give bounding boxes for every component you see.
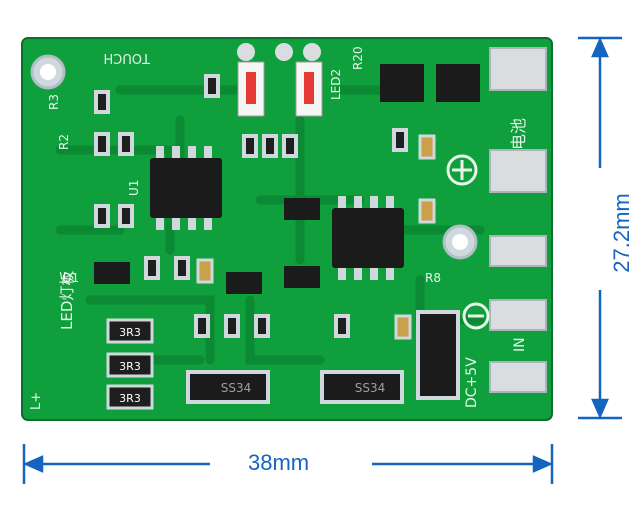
resistor-mark: 3R3 [119,392,141,405]
silk-r2: R2 [57,134,71,150]
mounting-hole [442,224,478,260]
resistor-mark: 3R3 [119,360,141,373]
silk-battery: 电池 [509,118,528,150]
silk-r3: R3 [47,94,61,110]
silk-r20: R20 [351,46,365,70]
led-component [295,61,323,117]
silk-in: IN [512,337,528,352]
led-component [237,61,265,117]
battery-pads [489,47,547,193]
height-label: 27.2mm [609,193,634,273]
smd-resistors [94,74,408,338]
width-dimension-line [22,444,554,484]
silk-l-plus: L+ [29,392,44,410]
ic-u1 [150,146,222,230]
diode-d3 [416,310,460,400]
transistors [94,198,320,294]
silk-led-board: LED灯板 [58,271,76,330]
silk-d3: R8 [425,271,441,285]
diode-ss34 [186,370,404,404]
resistor-mark: 3R3 [119,326,141,339]
height-dimension-line [578,36,622,420]
silk-led2: LED2 [329,69,343,100]
touch-pad-contacts [237,43,321,61]
silk-dc5v: DC+5V [464,357,480,408]
mounting-hole [30,54,66,90]
polarity-minus-symbol [462,302,490,330]
ic-u3 [332,196,404,280]
capacitors [196,134,436,340]
polarity-plus-symbol [446,154,478,186]
diode-mark: SS34 [221,381,252,395]
ic-u4 [380,64,480,102]
silk-touch: TOUCH [103,50,151,65]
input-pads [489,235,547,393]
resistor-3r3 [106,318,154,410]
diode-mark: SS34 [355,381,386,395]
width-label: 38mm [248,450,310,475]
silk-u1: U1 [127,180,141,196]
silk-q1: Q1 [62,271,79,285]
